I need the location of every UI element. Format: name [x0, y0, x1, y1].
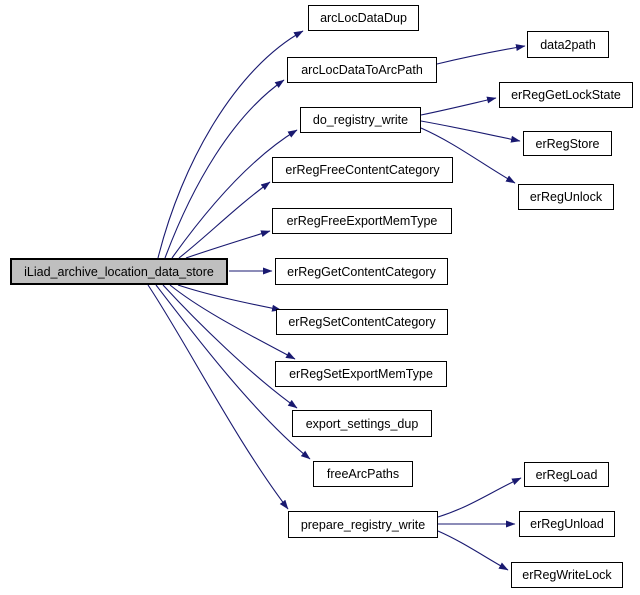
edge-do_registry_write-to-erRegGetLockState: [420, 96, 497, 116]
edge-main-to-prepare_registry_write: [147, 284, 289, 510]
edge-main-to-arcLocDataToArcPath: [164, 79, 285, 259]
edge-do_registry_write-to-erRegUnlock: [420, 127, 516, 184]
node-erRegSetContentCategory[interactable]: erRegSetContentCategory: [276, 309, 448, 335]
node-freeArcPaths[interactable]: freeArcPaths: [313, 461, 413, 487]
node-main-iLiad_archive_location_data_store: iLiad_archive_location_data_store: [10, 258, 228, 285]
node-erRegFreeContentCategory[interactable]: erRegFreeContentCategory: [272, 157, 453, 183]
edge-main-to-erRegSetContentCategory: [177, 284, 282, 312]
node-erRegGetContentCategory[interactable]: erRegGetContentCategory: [275, 258, 448, 285]
node-erRegUnload[interactable]: erRegUnload: [519, 511, 615, 537]
edge-main-to-erRegFreeContentCategory: [178, 181, 271, 259]
node-data2path[interactable]: data2path: [527, 31, 609, 58]
edge-prepare_registry_write-to-erRegWriteLock: [437, 530, 509, 571]
node-erRegSetExportMemType[interactable]: erRegSetExportMemType: [275, 361, 447, 387]
edge-main-to-export_settings_dup: [162, 284, 298, 409]
edge-main-to-freeArcPaths: [155, 284, 311, 460]
node-arcLocDataDup[interactable]: arcLocDataDup: [308, 5, 419, 31]
edge-main-to-do_registry_write: [171, 129, 298, 259]
edge-main-to-erRegFreeExportMemType: [185, 230, 271, 259]
node-arcLocDataToArcPath[interactable]: arcLocDataToArcPath: [287, 57, 437, 83]
node-erRegWriteLock[interactable]: erRegWriteLock: [511, 562, 623, 588]
node-erRegFreeExportMemType[interactable]: erRegFreeExportMemType: [272, 208, 452, 234]
edge-prepare_registry_write-to-erRegLoad: [437, 477, 522, 518]
edge-main-to-erRegSetExportMemType: [169, 284, 296, 360]
node-export_settings_dup[interactable]: export_settings_dup: [292, 410, 432, 437]
edge-main-to-arcLocDataDup: [157, 30, 304, 259]
node-do_registry_write[interactable]: do_registry_write: [300, 107, 421, 133]
node-erRegLoad[interactable]: erRegLoad: [524, 462, 609, 487]
node-erRegStore[interactable]: erRegStore: [523, 131, 612, 156]
node-erRegUnlock[interactable]: erRegUnlock: [518, 184, 614, 210]
node-erRegGetLockState[interactable]: erRegGetLockState: [499, 82, 633, 108]
edge-arcLocDataToArcPath-to-data2path: [436, 44, 526, 65]
node-prepare_registry_write[interactable]: prepare_registry_write: [288, 511, 438, 538]
edge-do_registry_write-to-erRegStore: [420, 120, 521, 143]
